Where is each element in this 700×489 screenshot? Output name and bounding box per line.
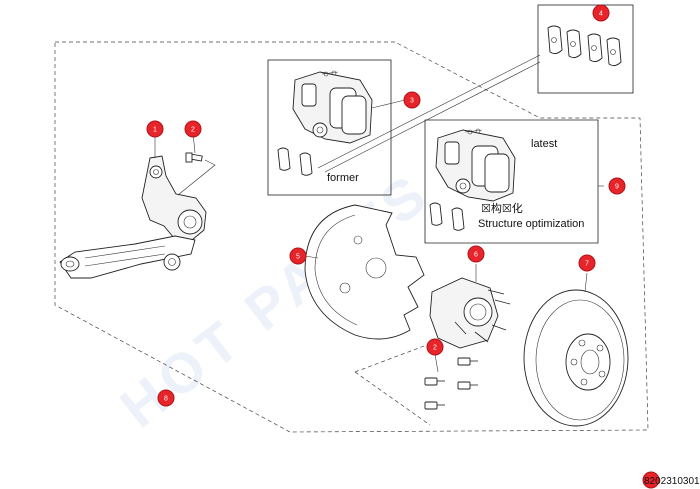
callout-number: 9 <box>615 184 619 191</box>
callout-circle <box>157 389 175 407</box>
optimization-en-label: Structure optimization <box>478 218 584 230</box>
callout-circle <box>426 338 444 356</box>
callout-circle <box>403 91 421 109</box>
kit-leader-line <box>317 54 541 169</box>
callout-c9: 9 <box>608 177 626 195</box>
callout-c3: 3 <box>403 91 421 109</box>
former-caliper-box <box>267 59 392 196</box>
callout-number: 3 <box>410 98 414 105</box>
hub-bearing <box>429 277 511 349</box>
callout-number: 2 <box>191 127 195 134</box>
callout-c2b: 2 <box>426 338 444 356</box>
callout-number: 6 <box>474 252 478 259</box>
callout-c4: 4 <box>592 4 610 22</box>
leader-3 <box>371 99 406 109</box>
callout-c1: 1 <box>146 120 164 138</box>
callout-number: 4 <box>599 11 603 18</box>
bolt-bracket-bottom <box>354 371 431 426</box>
callout-c8: 8 <box>157 389 175 407</box>
brake-pad-kit-box <box>537 4 634 94</box>
callout-number: 7 <box>585 261 589 268</box>
part-code-marker <box>642 471 660 489</box>
leader-7 <box>584 272 588 293</box>
knuckle-and-arm <box>59 155 207 279</box>
callout-markers: 1 2 3 4 5 6 7 2 8 9 <box>146 4 626 407</box>
former-label: former <box>327 172 359 184</box>
callout-c2a: 2 <box>184 120 202 138</box>
brake-pad-set <box>547 25 622 67</box>
latest-caliper <box>429 128 516 231</box>
brake-disc <box>523 289 629 427</box>
kit-leader-line-2 <box>324 61 541 173</box>
callout-number: 2 <box>433 345 437 352</box>
callout-c7: 7 <box>578 254 596 272</box>
bolt-leader <box>177 159 216 196</box>
latest-caliper-box <box>424 119 599 244</box>
bolt-bracket-top <box>354 339 441 373</box>
part-code: 8202310301 <box>644 476 700 487</box>
dust-shield <box>304 204 425 340</box>
callout-circle <box>608 177 626 195</box>
callout-number: 5 <box>296 254 300 261</box>
callout-circle <box>592 4 610 22</box>
callout-circle <box>184 120 202 138</box>
optimization-cn-label: ☒构☒化 <box>481 201 523 215</box>
knuckle-bolt <box>185 152 203 163</box>
callout-circle <box>467 245 485 263</box>
callout-c5: 5 <box>289 247 307 265</box>
former-caliper <box>277 70 373 176</box>
callout-c6: 6 <box>467 245 485 263</box>
callout-circle <box>289 247 307 265</box>
leader-5 <box>304 255 319 259</box>
callout-circle <box>146 120 164 138</box>
callout-number: 8 <box>164 396 168 403</box>
hub-bolts <box>424 357 478 410</box>
callout-number: 1 <box>153 127 157 134</box>
leader-2b <box>434 353 439 373</box>
callout-circle <box>578 254 596 272</box>
assembly-frame <box>54 41 649 433</box>
latest-label: latest <box>531 138 557 150</box>
